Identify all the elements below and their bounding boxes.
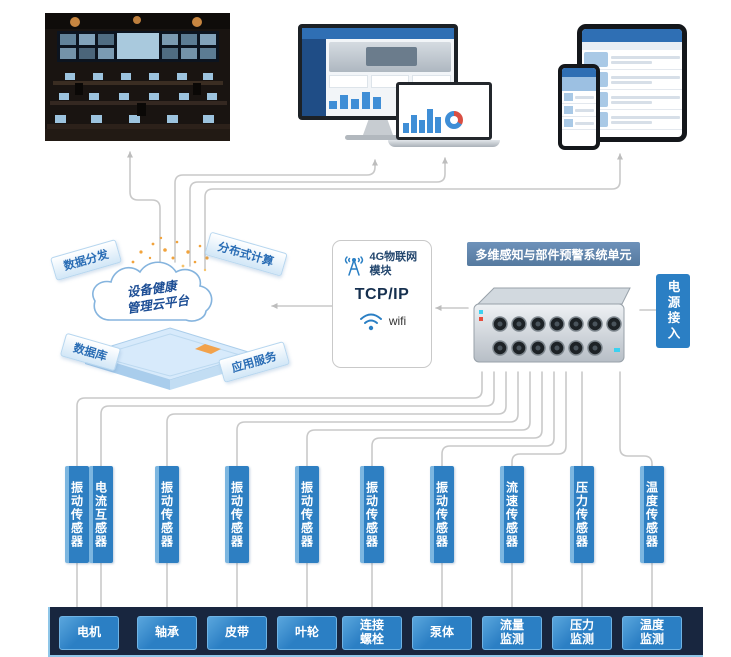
machine-photo-panel (329, 42, 451, 72)
equipment-box-flow: 流量 监测 (482, 616, 542, 650)
equipment-label: 泵体 (429, 625, 454, 640)
phone-app-header (562, 68, 596, 77)
phone-list-item (562, 117, 596, 130)
phone-list-item (562, 91, 596, 104)
equipment-box-belt: 皮带 (207, 616, 267, 650)
equipment-box-temp: 温度 监测 (622, 616, 682, 650)
wifi-icon (359, 313, 382, 330)
device-connectors (492, 316, 622, 356)
equipment-label: 流量 监测 (499, 618, 524, 646)
equipment-box-motor: 电机 (59, 616, 119, 650)
sensor-bar: 流速传感器 (500, 466, 524, 563)
device-unit-title: 多维感知与部件预警系统单元 (467, 242, 640, 266)
sensor-label: 压力传感器 (574, 480, 589, 549)
sensor-bar: 振动传感器 (360, 466, 384, 563)
equipment-box-pressure: 压力 监测 (552, 616, 612, 650)
sensor-bar: 振动传感器 (430, 466, 454, 563)
network-module-box: 4G物联网模块 TCP/IP wifi (332, 240, 432, 368)
sensor-label: 温度传感器 (644, 480, 659, 549)
wifi-label: wifi (388, 313, 407, 328)
device-leds (479, 310, 620, 352)
laptop-bar-chart (403, 89, 441, 133)
monitor-base (345, 135, 411, 140)
laptop-donut-chart (445, 111, 463, 129)
sensor-label: 振动传感器 (229, 480, 244, 549)
protocol-label: TCP/IP (354, 285, 410, 303)
dashboard-sidebar (302, 39, 326, 116)
equipment-label: 叶轮 (294, 625, 319, 640)
equipment-box-pump: 泵体 (412, 616, 472, 650)
tablet-app-subheader (582, 42, 682, 50)
equipment-label: 温度 监测 (639, 618, 664, 646)
equipment-label: 皮带 (224, 625, 249, 640)
phone-list-item (562, 104, 596, 117)
laptop-base (388, 140, 500, 147)
sensor-bar: 压力传感器 (570, 466, 594, 563)
tablet-list-item (582, 50, 682, 70)
control-room-photo (45, 13, 230, 141)
tablet-app-header (582, 29, 682, 42)
sensor-label: 振动传感器 (299, 480, 314, 549)
sensor-label: 振动传感器 (159, 480, 174, 549)
laptop (388, 82, 500, 147)
dashboard-bar-chart (329, 91, 451, 109)
control-room-scene (45, 13, 230, 141)
device-unit-image (468, 270, 636, 375)
sensor-bar: 电流互感器 (89, 466, 113, 563)
equipment-box-bolts: 连接 螺栓 (342, 616, 402, 650)
equipment-label: 连接 螺栓 (359, 618, 384, 646)
power-inlet-box: 电源接入 (656, 274, 690, 348)
phone-app-banner (562, 77, 596, 91)
sensor-label: 振动传感器 (69, 480, 84, 549)
antenna-icon (344, 256, 363, 277)
equipment-label: 电机 (76, 625, 101, 640)
sensor-bar: 振动传感器 (295, 466, 319, 563)
sensor-label: 振动传感器 (364, 480, 379, 549)
monitor-stand (363, 120, 393, 135)
equipment-box-bearing: 轴承 (137, 616, 197, 650)
sensor-bar: 振动传感器 (65, 466, 89, 563)
sensor-bar: 振动传感器 (225, 466, 249, 563)
sensor-bar: 振动传感器 (155, 466, 179, 563)
cloud-shape (92, 261, 213, 322)
laptop-screen (396, 82, 492, 140)
sensor-label: 振动传感器 (434, 480, 449, 549)
equipment-box-impeller: 叶轮 (277, 616, 337, 650)
equipment-label: 压力 监测 (569, 618, 594, 646)
equipment-label: 轴承 (154, 625, 179, 640)
platform-module (195, 344, 221, 354)
sensor-bar: 温度传感器 (640, 466, 664, 563)
dashboard-navbar (302, 28, 454, 39)
module-label: 4G物联网模块 (369, 251, 418, 278)
phone (558, 64, 600, 150)
power-inlet-label: 电源接入 (665, 280, 680, 342)
sensor-label: 电流互感器 (93, 480, 108, 549)
sensor-label: 流速传感器 (504, 480, 519, 549)
device-top-face (476, 287, 631, 305)
